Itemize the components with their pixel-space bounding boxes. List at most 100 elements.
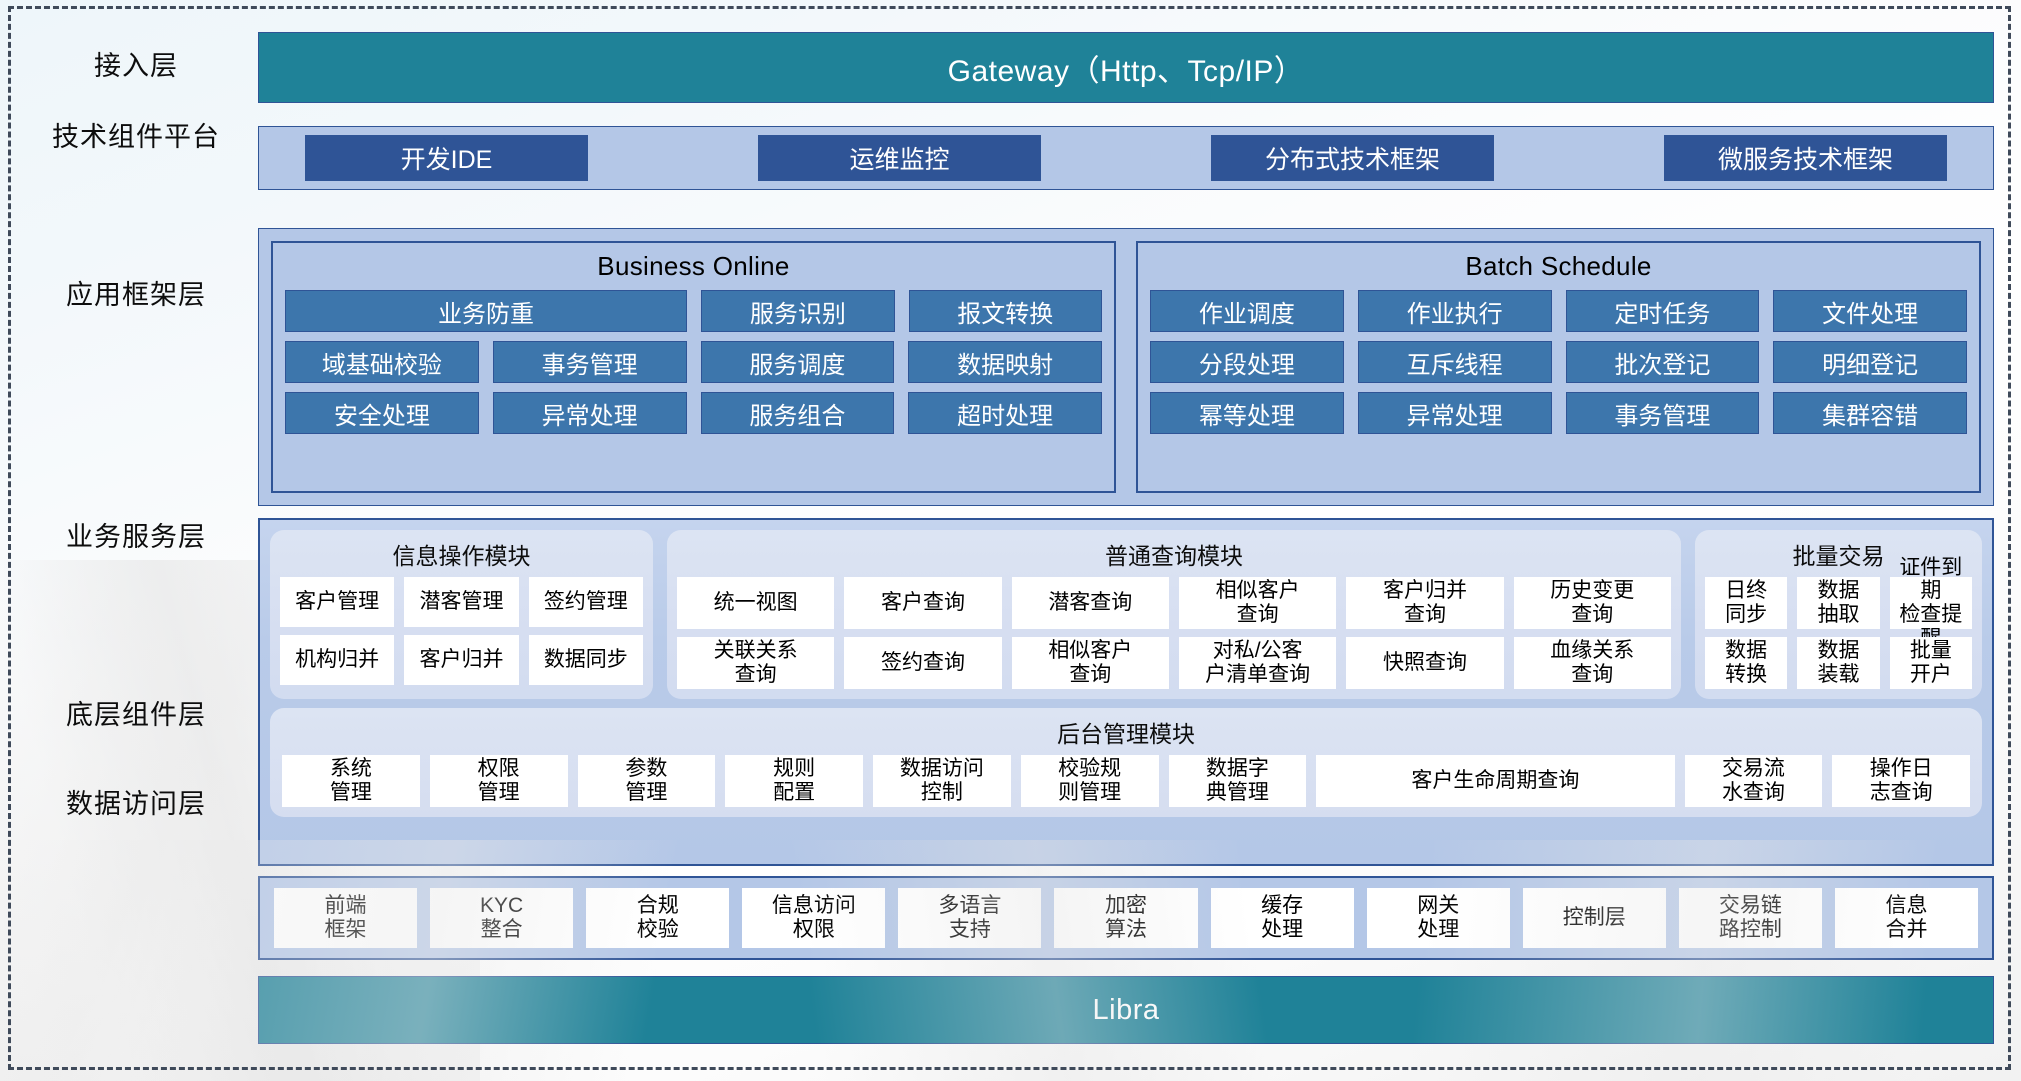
- business-tile-row: 数据 转换数据 装载批量 开户: [1705, 637, 1972, 689]
- business-tile[interactable]: 统一视图: [677, 577, 835, 629]
- component-tile[interactable]: 网关 处理: [1366, 888, 1510, 948]
- business-tile[interactable]: 数据 转换: [1705, 637, 1788, 689]
- framework-tile[interactable]: 明细登记: [1773, 341, 1967, 383]
- component-tile[interactable]: 交易链 路控制: [1678, 888, 1822, 948]
- admin-tile[interactable]: 客户生命周期查询: [1316, 755, 1675, 807]
- framework-tile[interactable]: 事务管理: [492, 341, 687, 383]
- component-tile[interactable]: KYC 整合: [430, 888, 574, 948]
- business-tile[interactable]: 关联关系 查询: [677, 637, 835, 689]
- access-layer-gateway-bar[interactable]: Gateway（Http、Tcp/IP）: [258, 32, 1994, 103]
- component-tile[interactable]: 合规 校验: [586, 888, 730, 948]
- framework-tile[interactable]: 服务组合: [700, 392, 895, 434]
- framework-tile[interactable]: 报文转换: [908, 290, 1102, 332]
- framework-tile[interactable]: 超时处理: [908, 392, 1102, 434]
- framework-tile-row: 作业调度作业执行定时任务文件处理: [1150, 290, 1967, 332]
- framework-tile-row: 分段处理互斥线程批次登记明细登记: [1150, 341, 1967, 383]
- business-tile[interactable]: 快照查询: [1346, 637, 1504, 689]
- business-tile[interactable]: 数据 装载: [1797, 637, 1880, 689]
- admin-module-title: 后台管理模块: [1057, 721, 1195, 747]
- framework-group-title: Batch Schedule: [1465, 251, 1652, 281]
- business-tile[interactable]: 历史变更 查询: [1513, 577, 1671, 629]
- business-tile[interactable]: 客户管理: [280, 577, 395, 627]
- admin-tile[interactable]: 权限 管理: [429, 755, 568, 807]
- framework-group-title: Business Online: [597, 251, 790, 281]
- framework-tile[interactable]: 批次登记: [1565, 341, 1760, 383]
- framework-tile[interactable]: 分段处理: [1150, 341, 1344, 383]
- component-tile[interactable]: 控制层: [1522, 888, 1666, 948]
- component-tile[interactable]: 信息 合并: [1834, 888, 1979, 948]
- component-tile[interactable]: 前端 框架: [274, 888, 418, 948]
- layer-label-data: 数据访问层: [66, 789, 206, 819]
- framework-tile[interactable]: 集群容错: [1773, 392, 1967, 434]
- tech-platform-button-3[interactable]: 微服务技术框架: [1664, 135, 1947, 181]
- framework-tile-row: 安全处理异常处理服务组合超时处理: [285, 392, 1102, 434]
- framework-tile[interactable]: 业务防重: [285, 290, 688, 332]
- business-group-title: 批量交易: [1792, 543, 1885, 569]
- business-tile-rows: 统一视图客户查询潜客查询相似客户 查询客户归并 查询历史变更 查询关联关系 查询…: [677, 577, 1671, 689]
- component-tile[interactable]: 多语言 支持: [898, 888, 1042, 948]
- business-tile[interactable]: 相似客户 查询: [1011, 637, 1169, 689]
- business-tile[interactable]: 签约查询: [844, 637, 1002, 689]
- business-tile-row: 关联关系 查询签约查询相似客户 查询对私/公客 户清单查询快照查询血缘关系 查询: [677, 637, 1671, 689]
- layer-label-appfw: 应用框架层: [66, 280, 206, 310]
- admin-tile[interactable]: 系统 管理: [282, 755, 420, 807]
- tech-platform-button-0[interactable]: 开发IDE: [305, 135, 588, 181]
- framework-tile-row: 业务防重服务识别报文转换: [285, 290, 1102, 332]
- component-tile[interactable]: 缓存 处理: [1210, 888, 1354, 948]
- admin-tile[interactable]: 数据访问 控制: [873, 755, 1011, 807]
- business-tile[interactable]: 证件到期 检查提醒: [1889, 556, 1972, 650]
- business-tile[interactable]: 潜客查询: [1011, 577, 1169, 629]
- business-tile[interactable]: 相似客户 查询: [1178, 577, 1337, 629]
- business-tile[interactable]: 日终 同步: [1705, 577, 1788, 629]
- framework-tile[interactable]: 域基础校验: [285, 341, 479, 383]
- business-tile[interactable]: 机构归并: [280, 635, 395, 685]
- admin-tile[interactable]: 操作日 志查询: [1832, 755, 1971, 807]
- business-tile[interactable]: 数据 抽取: [1797, 577, 1880, 629]
- framework-tile-row: 域基础校验事务管理服务调度数据映射: [285, 341, 1102, 383]
- framework-tile[interactable]: 服务调度: [700, 341, 895, 383]
- business-tile[interactable]: 血缘关系 查询: [1513, 637, 1671, 689]
- framework-tile[interactable]: 服务识别: [701, 290, 895, 332]
- framework-tile[interactable]: 作业执行: [1357, 290, 1552, 332]
- data-access-layer-bar[interactable]: Libra: [258, 976, 1994, 1044]
- framework-tile[interactable]: 事务管理: [1565, 392, 1760, 434]
- admin-tile-row: 系统 管理权限 管理参数 管理规则 配置数据访问 控制校验规 则管理数据字 典管…: [282, 755, 1971, 807]
- group-common-query: 普通查询模块统一视图客户查询潜客查询相似客户 查询客户归并 查询历史变更 查询关…: [667, 530, 1681, 699]
- business-top-groups: 信息操作模块客户管理潜客管理签约管理机构归并客户归并数据同步 普通查询模块统一视…: [270, 530, 1982, 699]
- business-tile-row: 统一视图客户查询潜客查询相似客户 查询客户归并 查询历史变更 查询: [677, 577, 1671, 629]
- framework-tile[interactable]: 异常处理: [1357, 392, 1552, 434]
- framework-tile[interactable]: 定时任务: [1565, 290, 1760, 332]
- component-tile[interactable]: 信息访问 权限: [742, 888, 886, 948]
- business-tile[interactable]: 客户查询: [844, 577, 1002, 629]
- admin-tile[interactable]: 数据字 典管理: [1168, 755, 1307, 807]
- business-tile[interactable]: 批量 开户: [1889, 637, 1972, 689]
- framework-tile[interactable]: 异常处理: [492, 392, 687, 434]
- admin-tile[interactable]: 校验规 则管理: [1020, 755, 1159, 807]
- framework-tile[interactable]: 文件处理: [1773, 290, 1967, 332]
- business-tile-row: 机构归并客户归并数据同步: [280, 635, 643, 685]
- framework-tile[interactable]: 安全处理: [285, 392, 479, 434]
- admin-tile[interactable]: 规则 配置: [725, 755, 863, 807]
- business-tile[interactable]: 数据同步: [528, 635, 643, 685]
- tech-platform-button-2[interactable]: 分布式技术框架: [1211, 135, 1494, 181]
- business-tile-row: 客户管理潜客管理签约管理: [280, 577, 643, 627]
- framework-tile[interactable]: 数据映射: [908, 341, 1102, 383]
- framework-tile[interactable]: 幂等处理: [1150, 392, 1344, 434]
- framework-tile[interactable]: 互斥线程: [1357, 341, 1552, 383]
- business-tile[interactable]: 签约管理: [528, 577, 643, 627]
- business-tile[interactable]: 客户归并 查询: [1346, 577, 1504, 629]
- layer-label-tech: 技术组件平台: [52, 122, 220, 152]
- admin-tile[interactable]: 参数 管理: [577, 755, 716, 807]
- admin-tile[interactable]: 交易流 水查询: [1684, 755, 1823, 807]
- framework-tile[interactable]: 作业调度: [1150, 290, 1344, 332]
- business-tile[interactable]: 客户归并: [404, 635, 519, 685]
- business-tile[interactable]: 潜客管理: [404, 577, 519, 627]
- business-group-title: 信息操作模块: [392, 543, 531, 569]
- tech-platform-button-1[interactable]: 运维监控: [758, 135, 1041, 181]
- component-tile[interactable]: 加密 算法: [1054, 888, 1198, 948]
- business-tile[interactable]: 对私/公客 户清单查询: [1178, 637, 1337, 689]
